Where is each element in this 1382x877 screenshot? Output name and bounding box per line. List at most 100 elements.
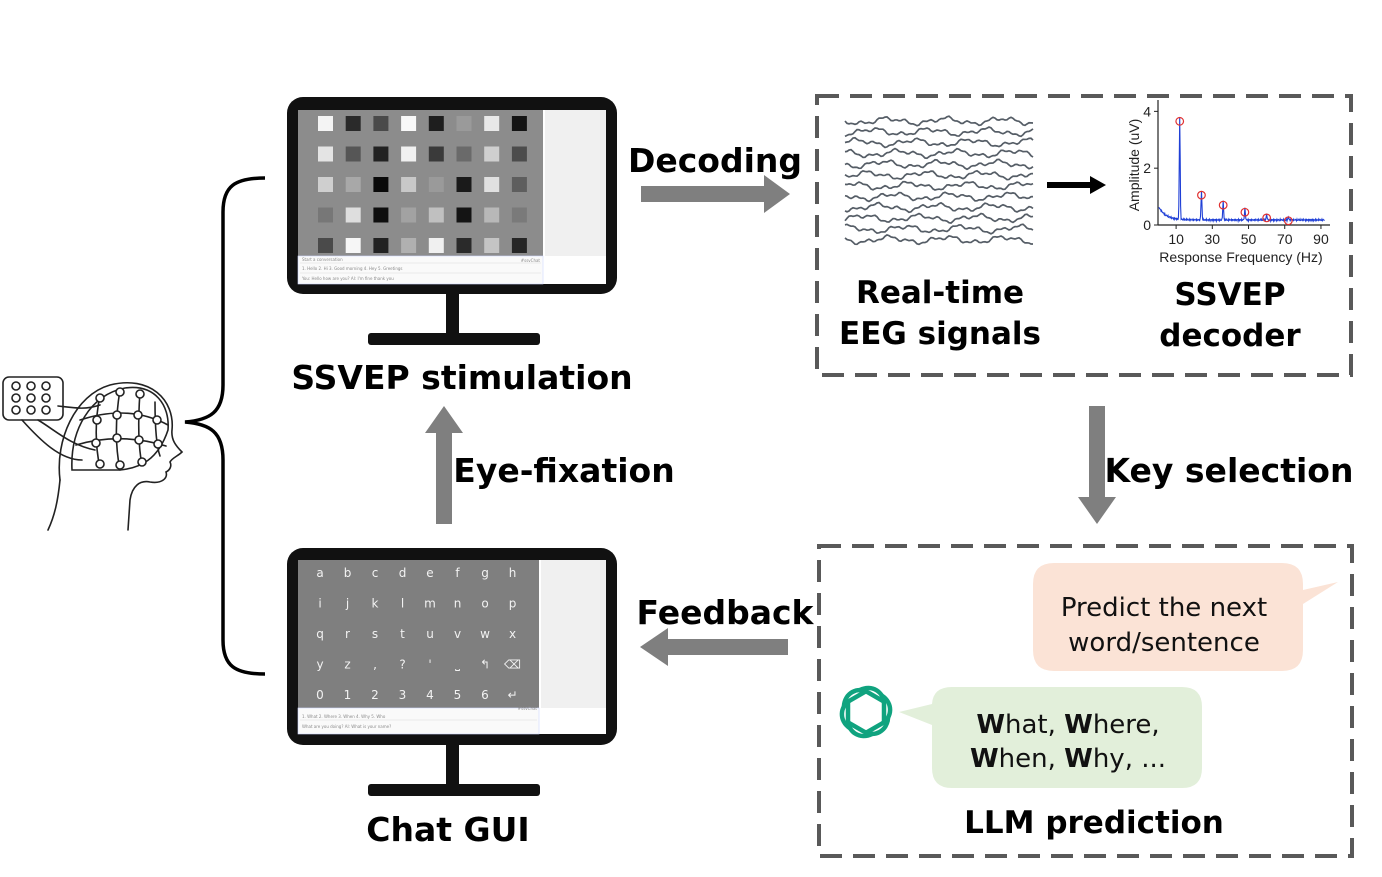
- grouping-brace: [184, 176, 266, 676]
- keyboard-key: x: [509, 627, 516, 641]
- chat-gui-label: Chat GUI: [366, 810, 529, 849]
- eeg-label-line2: EEG signals: [839, 316, 1041, 352]
- eeg-trace: [844, 115, 1034, 127]
- keyboard-key: ': [428, 658, 431, 672]
- keyboard-key: f: [455, 566, 460, 580]
- eeg-trace: [844, 191, 1034, 203]
- ssvep-flicker-grid: [318, 116, 527, 253]
- decoding-arrow: [641, 175, 790, 213]
- x-tick-label: 70: [1277, 231, 1293, 247]
- flicker-target: [373, 116, 389, 131]
- flicker-target: [345, 146, 361, 162]
- keyboard-key: e: [426, 566, 433, 580]
- flicker-target: [401, 116, 417, 131]
- feedback-label: Feedback: [637, 593, 815, 632]
- flicker-target: [318, 177, 333, 192]
- eeg-signal-traces: [844, 115, 1034, 246]
- eeg-trace: [844, 158, 1034, 171]
- peak-marker: [1240, 207, 1250, 217]
- keyboard-key: s: [372, 627, 378, 641]
- flicker-target: [373, 146, 389, 162]
- keyboard-key: r: [345, 627, 350, 641]
- y-axis-label: Amplitude (uV): [1126, 119, 1142, 212]
- keyboard-key: o: [481, 597, 488, 611]
- keyboard-key: 6: [481, 688, 489, 702]
- user-prompt-bubble: Predict the next word/sentence: [1033, 563, 1338, 671]
- chat-suggestions: 1. Hello 2. Hi 3. Good morning 4. Hey 5.…: [302, 266, 402, 271]
- stimulation-monitor: Start a conversation 1. Hello 2. Hi 3. G…: [287, 97, 617, 345]
- flicker-target: [484, 238, 500, 253]
- x-tick-label: 50: [1241, 231, 1257, 247]
- key-selection-label: Key selection: [1105, 451, 1354, 490]
- keyboard-key: 2: [371, 688, 379, 702]
- eeg-trace: [844, 180, 1034, 191]
- eeg-trace: [844, 201, 1034, 214]
- amplifier-box: [2, 376, 64, 421]
- llm-response-line1: What, Where,: [976, 710, 1159, 740]
- eeg-trace: [844, 136, 1034, 149]
- keyboard-key: w: [480, 627, 490, 641]
- flicker-target: [456, 116, 472, 131]
- keyboard-key: 1: [344, 688, 352, 702]
- flicker-target: [456, 207, 472, 223]
- eeg-to-decoder-arrow: [1047, 176, 1106, 194]
- flicker-target: [484, 177, 500, 192]
- llm-response-bubble: What, Where, When, Why, ...: [899, 687, 1202, 788]
- keyboard-key: 4: [426, 688, 434, 702]
- flicker-target: [401, 207, 417, 223]
- peak-marker: [1262, 213, 1272, 223]
- eeg-trace: [844, 169, 1034, 181]
- peak-marker: [1197, 190, 1206, 200]
- flicker-target: [511, 116, 527, 131]
- flicker-target: [484, 116, 500, 131]
- chat-history-bottom: What are you doing? AI: What is your nam…: [302, 724, 391, 729]
- peak-marker: [1218, 200, 1228, 210]
- flicker-target: [456, 146, 472, 162]
- flicker-target: [373, 238, 389, 253]
- keyboard-key: z: [344, 658, 350, 672]
- flicker-target: [318, 238, 333, 253]
- eeg-head-icon: [2, 376, 184, 531]
- y-tick-label: 0: [1143, 217, 1151, 233]
- flicker-target: [345, 207, 361, 223]
- spectrum-line: [1158, 117, 1325, 224]
- decoder-label-line1: SSVEP: [1174, 277, 1285, 313]
- chat-input-placeholder: Start a conversation: [302, 257, 343, 262]
- ssvep-spectrum-chart: Response Frequency (Hz) Amplitude (uV) 1…: [1126, 100, 1330, 265]
- eeg-trace: [844, 126, 1034, 138]
- keyboard-key: m: [424, 597, 436, 611]
- keyboard-key: ↰: [480, 658, 490, 672]
- keyboard-key: c: [372, 566, 379, 580]
- flicker-target: [484, 207, 500, 223]
- flicker-target: [373, 177, 389, 192]
- x-axis-label: Response Frequency (Hz): [1159, 249, 1322, 265]
- flicker-target: [456, 238, 472, 253]
- llm-prediction-label: LLM prediction: [964, 805, 1224, 841]
- keyboard-key: ⌫: [503, 658, 521, 672]
- eeg-trace: [844, 233, 1034, 246]
- keyboard-key: v: [454, 627, 461, 641]
- flicker-target: [345, 238, 361, 253]
- decoding-panel: [815, 94, 1353, 377]
- keyboard-key: 0: [316, 688, 324, 702]
- chat-suggestion-words: 1. What 2. Where 3. When 4. Why 5. Who: [302, 714, 386, 719]
- flicker-target: [428, 146, 444, 162]
- chat-history: You: Hello how are you? AI: I'm fine tha…: [301, 276, 394, 281]
- flicker-target: [345, 116, 361, 131]
- flicker-target: [511, 207, 527, 223]
- flicker-target: [511, 238, 527, 253]
- eye-fixation-label: Eye-fixation: [453, 451, 674, 490]
- flicker-target: [428, 207, 444, 223]
- keyboard-key: a: [316, 566, 323, 580]
- keyboard-key: ⎵: [455, 658, 460, 672]
- keyboard-key: g: [481, 566, 489, 580]
- peak-marker: [1283, 216, 1293, 226]
- llm-response-line2: When, Why, ...: [970, 744, 1166, 774]
- flicker-target: [401, 177, 417, 192]
- keyboard-key: j: [345, 597, 349, 611]
- keyboard-key: q: [316, 627, 324, 641]
- x-tick-label: 90: [1313, 231, 1329, 247]
- keyboard-key: ↵: [507, 688, 517, 702]
